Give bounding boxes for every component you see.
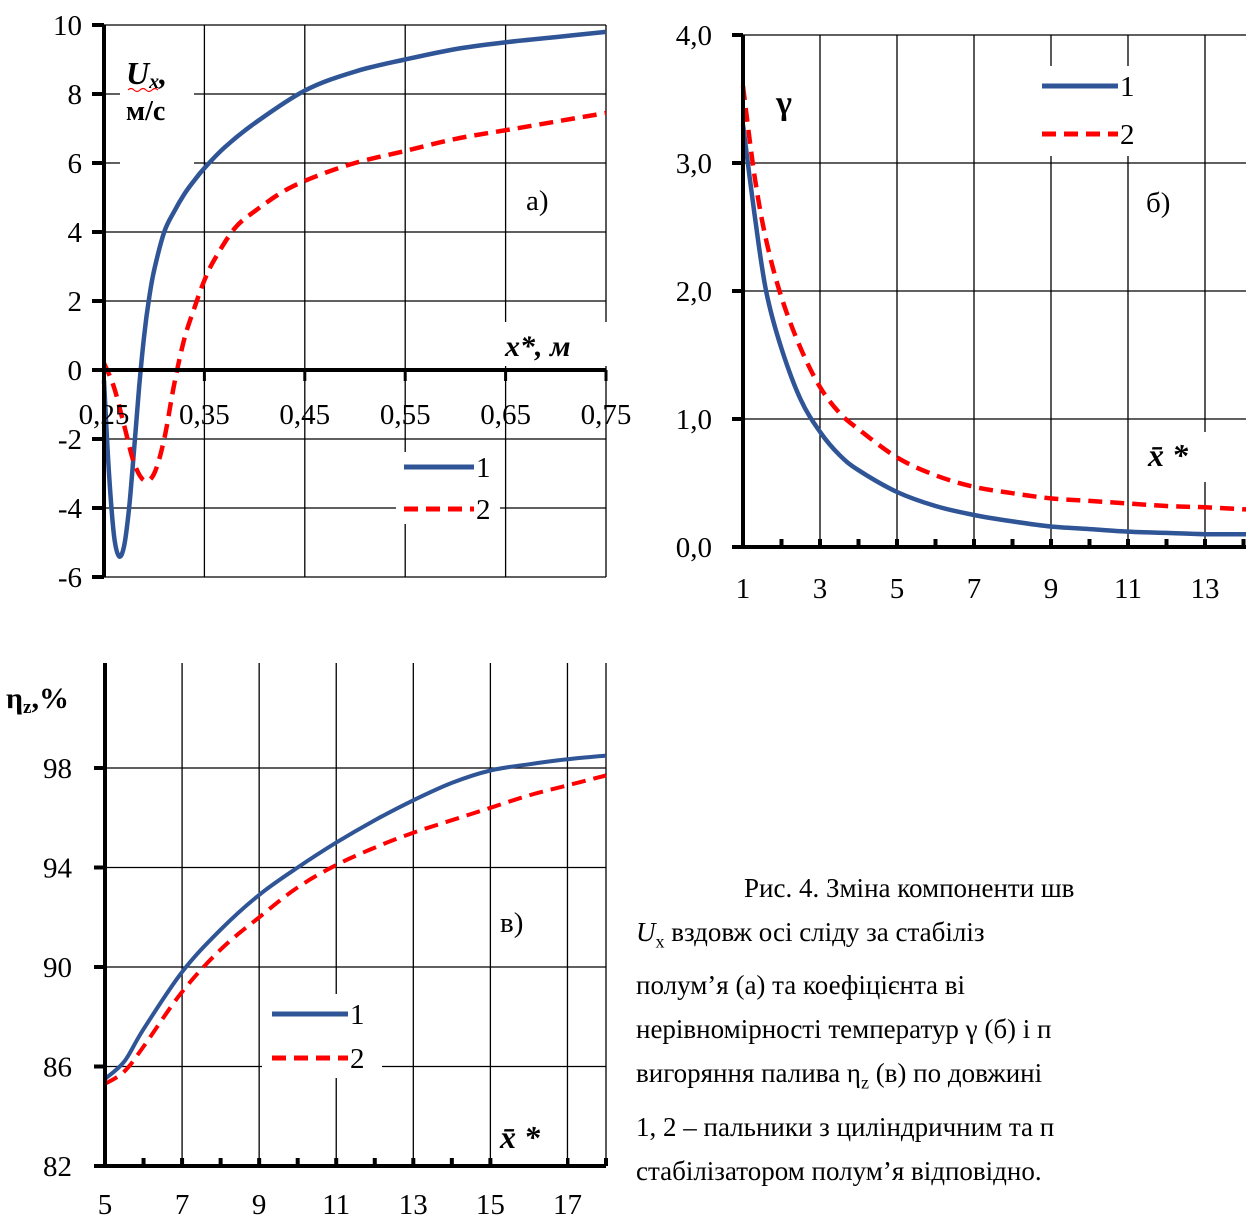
xlabel-c: x̄ * (499, 1119, 541, 1155)
chart-panel-c: 82 86 90 94 98 5 7 9 11 13 15 17 ηz,% в) 1 2 x̄ * (6, 663, 608, 1221)
xlabel-bg-b (1140, 432, 1212, 482)
legend-a (396, 452, 500, 524)
caption-line-1: Рис. 4. Зміна компоненти шв (744, 873, 1075, 903)
panel-label-bg-b (1140, 180, 1192, 226)
x-tick-label-b-1: 3 (813, 573, 828, 605)
x-tick-label-c-4: 13 (399, 1189, 428, 1221)
y-tick-label-b-4: 4,0 (676, 20, 712, 52)
series-a-1 (101, 29, 607, 559)
x-tick-label-c-5: 15 (476, 1189, 505, 1221)
ylabel-bg-b (770, 80, 806, 124)
x-tick-label-b-0: 1 (736, 573, 751, 605)
series-group-a (101, 29, 607, 559)
y-tick-label-a-4: 2 (68, 286, 83, 318)
axes-c (94, 663, 608, 1168)
x-tick-label-a-0: 0,25 (79, 399, 130, 431)
xlabel-bg-c (494, 1114, 566, 1164)
panel-label-bg-c (496, 900, 552, 946)
grid-b (743, 34, 1246, 547)
series-a-2 (101, 110, 607, 484)
caption-line-7: стабілізатором полум’я відповідно. (636, 1155, 1042, 1186)
caption-line-5: вигоряння палива ηz (в) по довжині (636, 1058, 1043, 1093)
y-tick-label-c-3: 94 (43, 853, 73, 885)
x-tick-label-c-0: 5 (98, 1189, 113, 1221)
x-tick-label-c-6: 17 (553, 1189, 582, 1221)
legend-c (262, 994, 382, 1078)
spell-underline (127, 87, 159, 93)
legend-b (1034, 66, 1146, 156)
legend-label-2-a: 2 (476, 494, 491, 526)
series-group-c (103, 753, 607, 1086)
legend-label-2-b: 2 (1120, 119, 1135, 151)
legend-label-1-c: 1 (350, 999, 365, 1031)
x-tick-label-a-2: 0,45 (279, 399, 330, 431)
x-tick-label-b-6: 13 (1191, 573, 1220, 605)
tick-labels-a: -6 -4 -2 0 2 4 6 8 10 0,25 0,35 0,45 0,55 0,65 0,75 (53, 10, 631, 594)
x-tick-label-c-2: 9 (252, 1189, 267, 1221)
caption-line-3: полум’я (а) та коефіцієнта ві (636, 970, 966, 1001)
legend-label-2-c: 2 (350, 1043, 365, 1075)
y-tick-label-b-2: 2,0 (676, 276, 712, 308)
series-b-1 (740, 124, 1246, 537)
caption-line-6: 1, 2 – пальники з циліндричним та п (636, 1111, 1055, 1142)
y-tick-label-a-0: -6 (58, 562, 82, 594)
x-tick-label-b-2: 5 (890, 573, 905, 605)
y-tick-label-a-2: -2 (58, 424, 82, 456)
x-tick-label-c-1: 7 (175, 1189, 190, 1221)
x-tick-label-a-3: 0,55 (380, 399, 431, 431)
x-tick-label-b-5: 11 (1114, 573, 1142, 605)
tick-labels-c: 82 86 90 94 98 5 7 9 11 13 15 17 (43, 753, 582, 1221)
caption-line-4: нерівномірності температур γ (б) і п (636, 1014, 1052, 1045)
panel-label-a: а) (526, 185, 549, 217)
y-tick-label-c-2: 90 (43, 952, 72, 984)
xlabel-b: x̄ * (1147, 437, 1189, 473)
xlabel-bg-a (496, 322, 608, 366)
panel-label-b: б) (1146, 187, 1170, 219)
x-tick-label-a-1: 0,35 (179, 399, 230, 431)
y-tick-label-a-6: 6 (68, 148, 83, 180)
chart-panel-a: -6 -4 -2 0 2 4 6 8 10 0,25 0,35 0,45 0,55 0,65 0,75 Ux… (53, 10, 631, 594)
y-tick-label-b-1: 1,0 (676, 404, 712, 436)
y-tick-label-a-3: 0 (68, 355, 83, 387)
ylabel-b: γ (775, 85, 792, 122)
ylabel-a: Ux, (126, 55, 167, 93)
y-tick-label-c-0: 82 (43, 1151, 72, 1183)
y-tick-label-a-5: 4 (68, 217, 83, 249)
y-tick-label-a-8: 10 (53, 10, 82, 42)
ylabel-unit-a: м/с (126, 96, 165, 127)
x-tick-label-c-3: 11 (322, 1189, 350, 1221)
legend-label-1-a: 1 (476, 452, 491, 484)
axes-b (732, 33, 1246, 549)
y-tick-label-c-1: 86 (43, 1052, 72, 1084)
legend-label-1-b: 1 (1120, 71, 1135, 103)
axes-a (92, 23, 608, 579)
series-group-b (740, 85, 1246, 537)
y-tick-label-a-7: 8 (68, 79, 83, 111)
series-c-2 (103, 773, 607, 1086)
ylabel-bg-a (120, 38, 194, 170)
series-c-1 (103, 753, 607, 1081)
figure-caption: Рис. 4. Зміна компоненти шв Ux вздовж ос… (636, 866, 1246, 1193)
panel-label-c: в) (500, 907, 523, 939)
series-b-2 (740, 85, 1246, 512)
x-tick-label-a-5: 0,75 (581, 399, 632, 431)
xlabel-a: x*, м (504, 330, 571, 363)
y-tick-label-a-1: -4 (58, 493, 83, 525)
y-tick-label-c-4: 98 (43, 753, 72, 785)
y-tick-label-b-3: 3,0 (676, 148, 712, 180)
x-tick-label-b-3: 7 (967, 573, 982, 605)
y-tick-label-b-0: 0,0 (676, 532, 712, 564)
ylabel-c: ηz,% (6, 682, 69, 718)
x-tick-label-b-4: 9 (1044, 573, 1059, 605)
x-tick-label-a-4: 0,65 (480, 399, 531, 431)
caption-line-2: Ux вздовж осі сліду за стабіліз (636, 917, 985, 952)
